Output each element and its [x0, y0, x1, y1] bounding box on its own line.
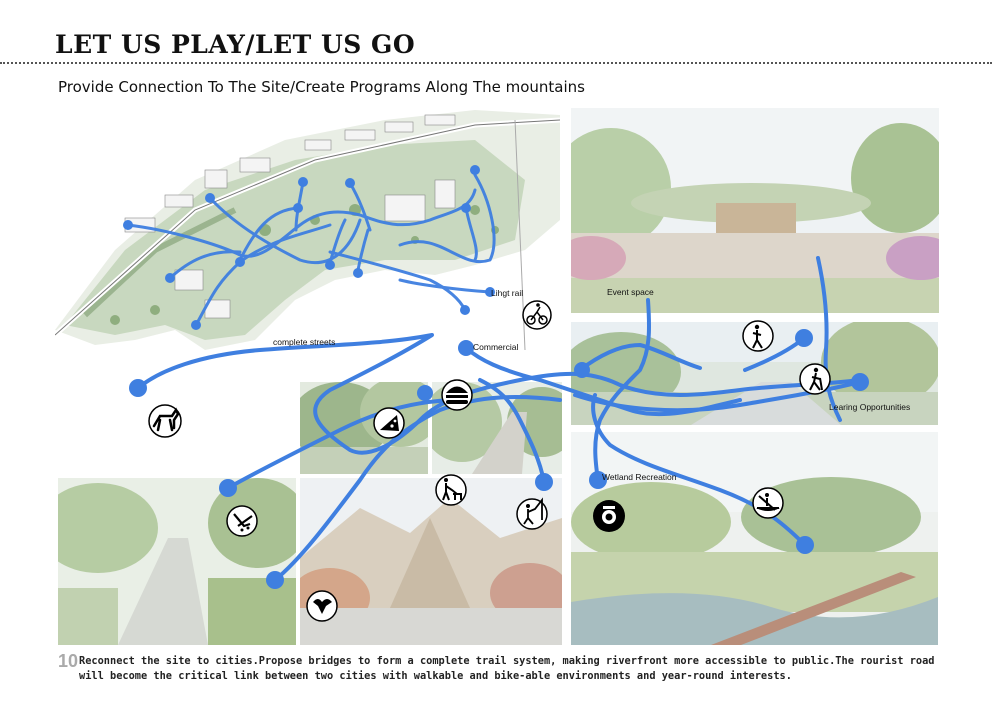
mountain-plaza-photo: [300, 478, 562, 645]
dog-icon: [148, 404, 182, 438]
page-number: 10: [58, 651, 79, 671]
event-space-photo: [571, 108, 939, 313]
page-title: LET US PLAY/LET US GO: [55, 30, 416, 59]
site-plan-map: [55, 100, 560, 350]
page-description: Reconnect the site to cities.Propose bri…: [79, 655, 935, 682]
forest-bridge-photo: [300, 382, 428, 474]
complete-streets-label: complete streets: [273, 337, 336, 347]
learning-opportunities-label: Learing Opportunities: [829, 402, 911, 412]
wetland-photo: [571, 432, 938, 645]
event-space-label: Event space: [607, 287, 654, 297]
page-subtitle: Provide Connection To The Site/Create Pr…: [58, 78, 585, 96]
park-path-photo: [58, 478, 296, 645]
light-rail-label: Lihgt rail: [491, 288, 524, 298]
wetland-recreation-label: Wetland Recreation: [602, 472, 677, 482]
dotted-divider: [0, 62, 992, 64]
commercial-label: Commercial: [473, 342, 519, 352]
staircase-photo: [432, 382, 562, 474]
